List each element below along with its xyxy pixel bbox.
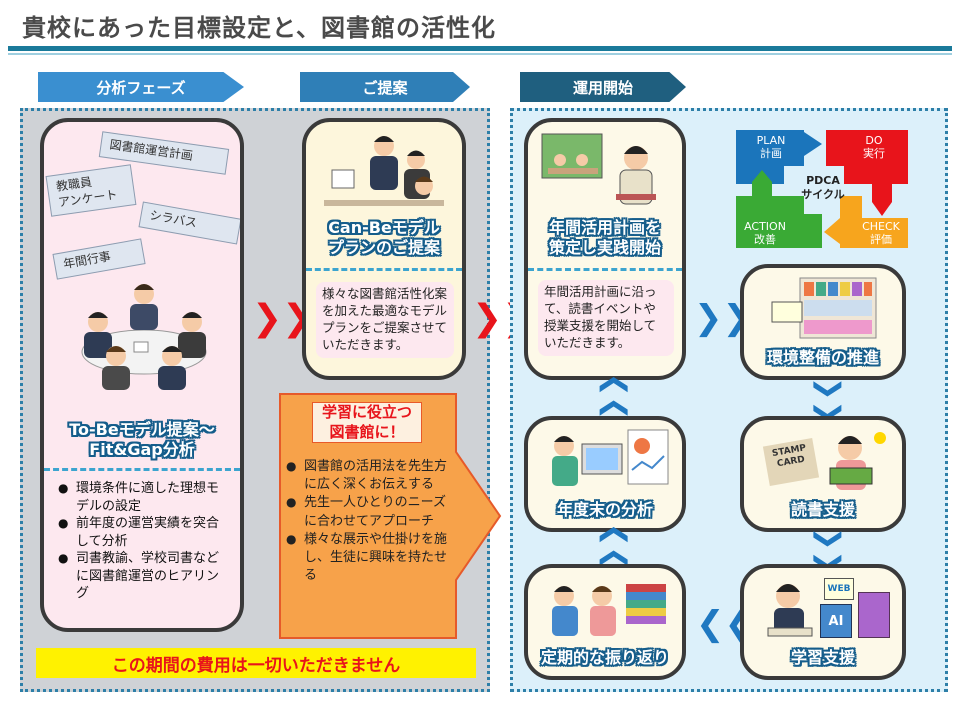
orange-box-title-line1: 学習に役立つ [321,403,412,421]
pdca-check: CHECK 評価 [856,220,906,246]
no-cost-banner: この期間の費用は一切いただきません [36,648,476,678]
title-underline-light [8,53,952,55]
classroom-illustration [540,128,676,212]
annual-plan-card-title: 年間活用計画を 策定し実践開始 [528,218,682,258]
phase-proposal-label: ご提案 [362,78,408,97]
annual-plan-card-title-line1: 年間活用計画を [548,218,661,237]
orange-bullet: 様々な展示や仕掛けを施し、生徒に興味を持たせる [286,531,452,586]
phase-analysis: 分析フェーズ [38,72,244,102]
orange-box-title-line2: 図書館に！ [329,422,405,441]
phase-start: 運用開始 [520,72,686,102]
phase-analysis-label: 分析フェーズ [96,78,186,97]
proposal-card-body: 様々な図書館活性化案を加えた最適なモデルプランをご提案させていただきます。 [316,282,454,358]
orange-bullet: 図書館の活用法を先生方に広く深くお伝えする [286,458,452,494]
annual-plan-card-title-line2: 策定し実践開始 [548,238,661,257]
web-icon: WEB [824,578,854,600]
orange-box-title: 学習に役立つ 図書館に！ [312,402,422,443]
pdca-action-jp: 改善 [754,233,776,247]
orange-bullet: 先生一人ひとりのニーズに合わせてアプローチ [286,494,452,530]
chevron-up-icon: ❯❯ [594,523,628,570]
proposal-card-divider [306,268,462,271]
pdca-center-line1: PDCA [806,174,840,187]
phase-proposal: ご提案 [300,72,470,102]
pdca-plan-label: PLAN [756,134,786,147]
stamp-card-icon: STAMP CARD [762,437,820,487]
analysis-card-title-line2: Fit&Gap分析 [89,440,195,459]
review-card-title: 定期的な振り返り [540,648,669,667]
pdca-do-label: DO [865,134,883,147]
bookshelf-illustration [770,276,880,342]
reading-card-title: 読書支援 [790,500,855,519]
pdca-cycle: PLAN 計画 DO 実行 CHECK 評価 ACTION 改善 PDCA サイ… [732,126,912,252]
learning-illustration: WEB AI [760,574,894,644]
pdca-check-label: CHECK [862,220,900,233]
pdca-plan: PLAN 計画 [744,134,798,160]
note-syllabus: シラバス [138,201,240,245]
orange-box-bullets: 図書館の活用法を先生方に広く深くお伝えする 先生一人ひとりのニーズに合わせてアプ… [286,458,452,585]
review-card: 定期的な振り返り [524,564,686,680]
pdca-do: DO 実行 [846,134,902,160]
pdca-action-label: ACTION [744,220,786,233]
proposal-illustration [324,130,444,220]
meeting-illustration [64,272,224,392]
analysis-bullet: 司書教諭、学校司書などに図書館運営のヒアリング [58,550,228,603]
pdca-center: PDCA サイクル [790,174,856,203]
analysis-card-title: To-Beモデル提案～ Fit&Gap分析 [44,420,240,460]
phase-start-label: 運用開始 [572,78,633,97]
pdca-plan-jp: 計画 [760,147,782,161]
analysis-card-bullets: 環境条件に適した理想モデルの設定 前年度の運営実績を突合して分析 司書教諭、学校… [58,480,228,603]
proposal-card-title-line2: プランのご提案 [327,238,440,257]
ai-book-icon: AI [820,604,852,638]
learning-card-title: 学習支援 [790,648,855,667]
annual-plan-card-body: 年間活用計画に沿って、読書イベントや授業支援を開始していただきます。 [538,280,674,356]
analysis-card-divider [44,468,240,471]
analysis-illustration [542,426,672,492]
annual-plan-card-divider [528,268,682,271]
title-underline [8,46,952,51]
analysis-bullet: 前年度の運営実績を突合して分析 [58,515,228,550]
learning-card: WEB AI 学習支援 [740,564,906,680]
page-title: 貴校にあった目標設定と、図書館の活性化 [22,14,497,42]
environment-card: 環境整備の推進 [740,264,906,380]
reading-illustration: STAMP CARD [762,428,890,494]
pdca-do-jp: 実行 [863,147,885,161]
year-end-card-title: 年度末の分析 [556,500,653,519]
pdca-center-line2: サイクル [801,188,845,202]
annual-plan-card: 年間活用計画を 策定し実践開始 年間活用計画に沿って、読書イベントや授業支援を開… [524,118,686,380]
orange-arrow-box: 学習に役立つ 図書館に！ 図書館の活用法を先生方に広く深くお伝えする 先生一人ひ… [278,392,504,640]
proposal-card-title-line1: Can-Beモデル [328,218,440,237]
reading-card: STAMP CARD 読書支援 [740,416,906,532]
note-staff-survey: 教職員 アンケート [45,164,137,217]
analysis-card-title-line1: To-Beモデル提案～ [69,420,215,439]
environment-card-title: 環境整備の推進 [766,348,879,367]
analysis-card: 図書館運営計画 教職員 アンケート シラバス 年間行事 To-Beモデル提案～ … [40,118,244,632]
pdca-action: ACTION 改善 [738,220,792,246]
review-illustration [542,574,672,640]
year-end-card: 年度末の分析 [524,416,686,532]
book-icon [858,592,890,638]
pdca-check-jp: 評価 [870,233,892,247]
analysis-bullet: 環境条件に適した理想モデルの設定 [58,480,228,515]
chevron-up-icon: ❯❯ [594,373,628,420]
proposal-card-title: Can-Beモデル プランのご提案 [306,218,462,258]
proposal-card: Can-Beモデル プランのご提案 様々な図書館活性化案を加えた最適なモデルプラ… [302,118,466,380]
